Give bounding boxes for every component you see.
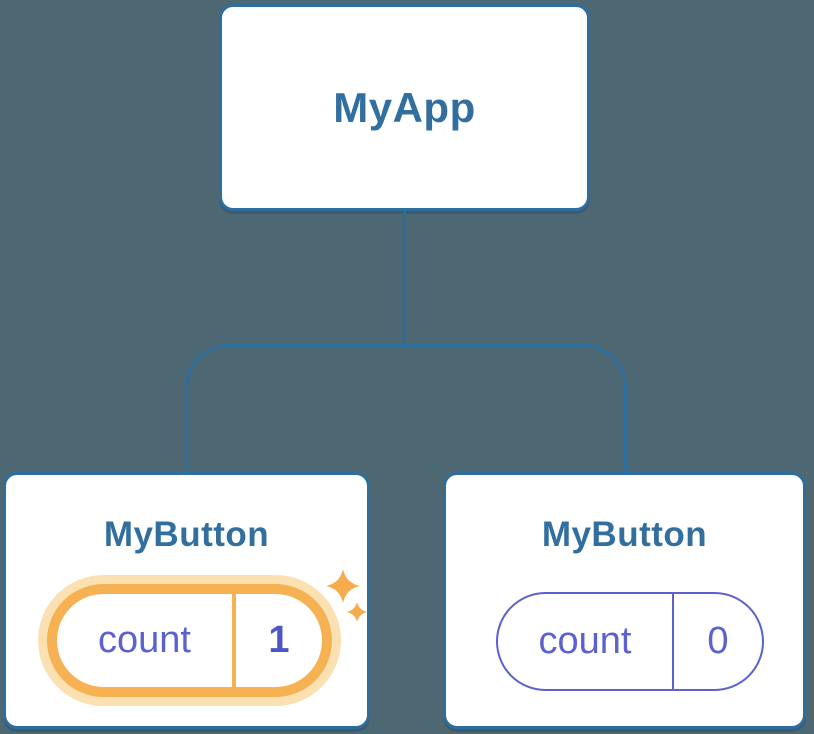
state-pill-highlighted: count 1 [47,584,332,697]
state-key-label: count [538,620,632,662]
node-mybutton-left: MyButton count 1 [3,472,370,729]
connector-branch-elbow [185,344,627,472]
state-pill-plain: count 0 [496,592,764,691]
node-myapp: MyApp [219,4,590,211]
state-value: 0 [707,620,729,662]
state-key-label: count [98,619,191,661]
connector-root-stem [403,211,406,344]
node-mybutton-right: MyButton count 0 [443,472,806,729]
state-pill-divider [672,594,674,689]
node-myapp-label: MyApp [333,83,476,131]
node-mybutton-left-label: MyButton [103,515,270,554]
state-pill-divider [232,594,236,687]
node-mybutton-right-label: MyButton [541,515,708,554]
state-value: 1 [268,619,290,661]
